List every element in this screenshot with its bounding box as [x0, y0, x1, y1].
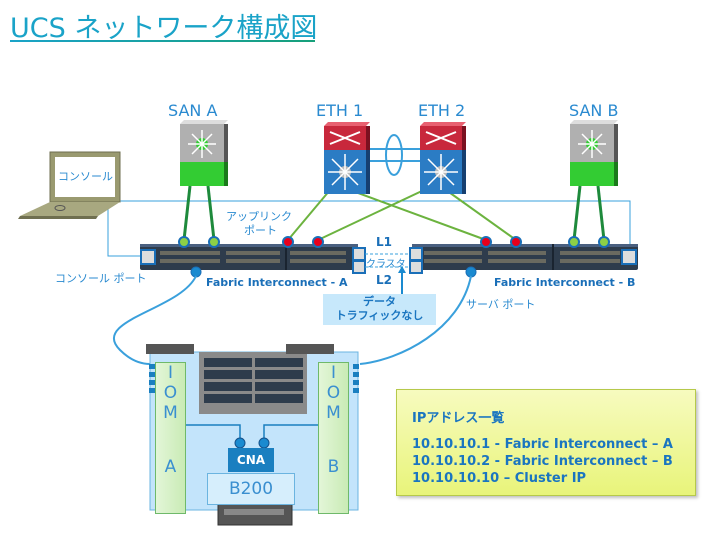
iom-a: I O M A [155, 362, 186, 514]
iom-b-char: B [327, 457, 340, 477]
san-b-link-1 [572, 185, 582, 241]
iom-a-char: M [163, 403, 178, 423]
eth2-link-fi-a [317, 189, 425, 241]
iom-b-to-cna [263, 424, 318, 440]
iom-a-to-cna [186, 424, 241, 440]
ip-address-list: IPアドレス一覧 10.10.10.1 - Fabric Interconnec… [396, 389, 696, 496]
iom-b-ports [353, 364, 359, 393]
uplink-port-label-2: ポート [244, 224, 277, 237]
san-b-switch [570, 120, 618, 186]
l2-label: L2 [376, 273, 392, 287]
iom-a-char: O [163, 383, 178, 403]
server-port-a [190, 266, 202, 278]
cluster-label: クラスタ [366, 259, 406, 270]
console-cable-to-fi [107, 201, 140, 257]
cna-port-2 [258, 437, 270, 449]
fabric-interconnect-a [140, 244, 358, 270]
title-underline [10, 40, 315, 42]
chassis-server-image [146, 344, 334, 414]
no-traffic-line-1: データ [363, 295, 396, 308]
san-uplink-port-b2 [598, 236, 610, 248]
eth2-switch [420, 122, 466, 194]
server-cable-b [359, 275, 472, 365]
ip-entry: 10.10.10.10 – Cluster IP [412, 471, 587, 486]
eth1-link-fi-b [349, 189, 487, 241]
cluster-ports-b [409, 247, 423, 274]
eth1-switch [324, 122, 370, 194]
l1-label: L1 [376, 235, 392, 249]
ip-list-title: IPアドレス一覧 [412, 411, 505, 426]
san-uplink-port-a1 [178, 236, 190, 248]
iom-b-char: I [330, 363, 336, 383]
san-b-link-2 [596, 185, 606, 241]
san-b-label: SAN B [569, 101, 619, 120]
iom-b-char: M [326, 403, 341, 423]
cluster-ports-a [352, 247, 366, 274]
eth-uplink-port-b1 [480, 236, 492, 248]
eth-uplink-port-a1 [282, 236, 294, 248]
port-channel-ring [385, 134, 403, 176]
cna-port-1 [234, 437, 246, 449]
eth2-label: ETH 2 [418, 101, 466, 120]
console-label: コンソール [58, 170, 113, 183]
iom-a-ports [149, 364, 155, 393]
san-uplink-port-b1 [568, 236, 580, 248]
console-cable [108, 200, 631, 256]
iom-b-char: O [326, 383, 341, 403]
eth1-label: ETH 1 [316, 101, 364, 120]
uplink-port-label-1: アップリンク [226, 210, 292, 223]
eth-uplink-port-b2 [510, 236, 522, 248]
eth2-link-fi-b [445, 189, 517, 241]
san-a-link-2 [206, 185, 216, 241]
console-port-label: コンソール ポート [55, 272, 147, 285]
iom-a-char: A [164, 457, 177, 477]
fi-a-label: Fabric Interconnect - A [206, 276, 348, 289]
blade-b200: B200 [207, 473, 295, 505]
cna-label: CNA [228, 448, 274, 472]
fabric-interconnect-b [412, 244, 638, 270]
iom-b: I O M B [318, 362, 349, 514]
san-a-label: SAN A [168, 101, 218, 120]
page-title: UCS ネットワーク構成図 [10, 13, 318, 44]
ip-entry: 10.10.10.2 - Fabric Interconnect – B [412, 454, 673, 469]
san-a-switch [180, 120, 228, 186]
server-port-b [465, 266, 477, 278]
server-cable-a [112, 275, 197, 365]
no-traffic-line-2: トラフィックなし [335, 309, 424, 322]
eth-uplink-port-a2 [312, 236, 324, 248]
eth1-link-fi-a [287, 189, 331, 241]
server-port-label: サーバ ポート [466, 298, 536, 311]
iom-a-char: I [167, 363, 173, 383]
ip-entry: 10.10.10.1 - Fabric Interconnect – A [412, 437, 673, 452]
san-uplink-port-a2 [208, 236, 220, 248]
san-a-link-1 [182, 185, 192, 241]
fi-b-label: Fabric Interconnect - B [494, 276, 636, 289]
no-data-traffic-note: データ トラフィックなし [323, 294, 436, 325]
console-laptop [18, 151, 121, 219]
